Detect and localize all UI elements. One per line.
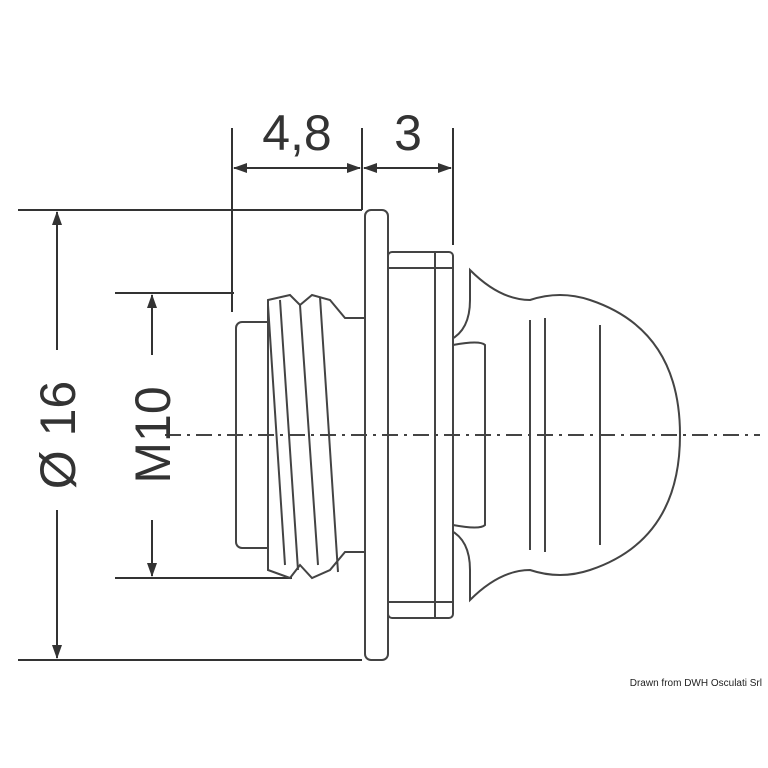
dim-flange-to-hex: 3 xyxy=(394,105,422,161)
dimension-lines xyxy=(18,128,454,661)
credit-text: Drawn from DWH Osculati Srl xyxy=(629,678,762,689)
fitting-outline xyxy=(235,209,682,661)
dim-thread-length: 4,8 xyxy=(262,105,332,161)
dim-diameter: Ø 16 xyxy=(30,381,86,489)
dome-nose xyxy=(449,267,682,603)
dim-thread: M10 xyxy=(125,386,181,483)
